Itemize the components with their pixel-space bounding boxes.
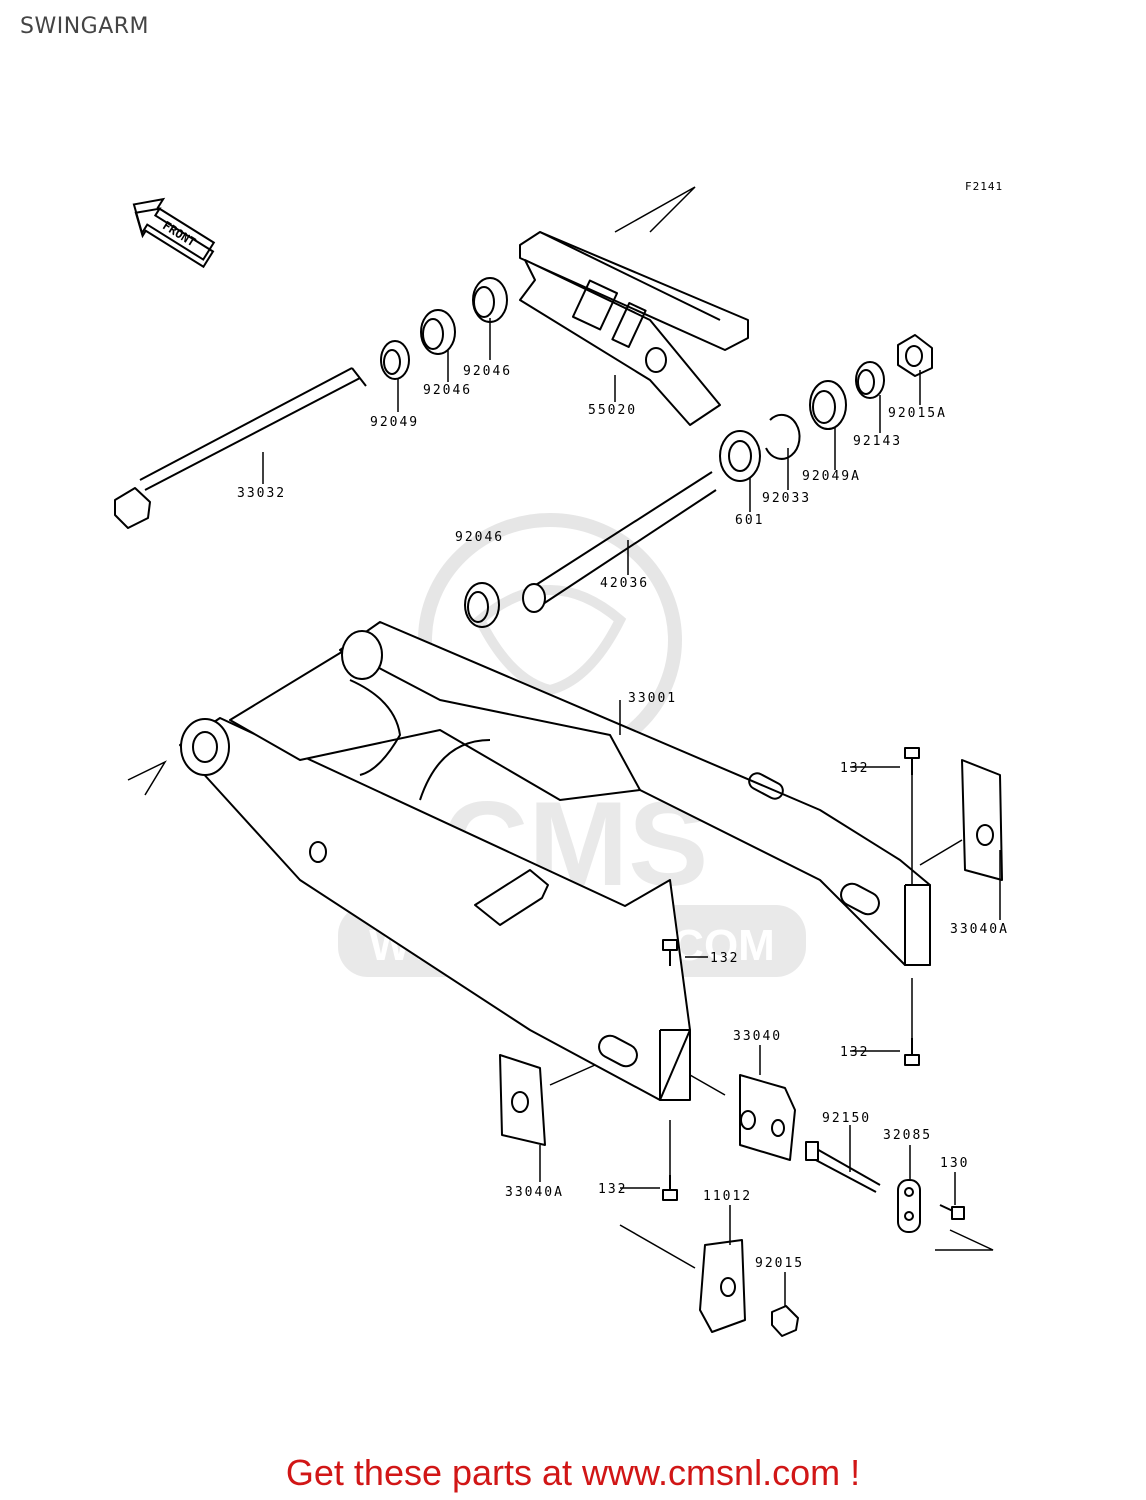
part-label-32085: 32085: [883, 1128, 932, 1143]
part-label-132-a: 132: [840, 761, 869, 776]
swingarm-33001: [179, 621, 931, 1101]
nut-92015: [771, 1305, 799, 1337]
leader-lines: [127, 186, 1001, 1306]
circlip-92033: [765, 413, 801, 460]
part-label-92143: 92143: [853, 434, 902, 449]
part-label-11012: 11012: [703, 1189, 752, 1204]
bolt-132-b: [662, 939, 678, 966]
collar-92143: [855, 361, 885, 399]
cmsnl-link[interactable]: Get these parts at www.cmsnl.com !: [285, 1452, 861, 1493]
chain-adjuster-33040: [739, 1074, 796, 1161]
part-label-92150: 92150: [822, 1111, 871, 1126]
part-label-92015: 92015: [755, 1256, 804, 1271]
part-label-92049A: 92049A: [802, 469, 861, 484]
part-label-42036: 42036: [600, 576, 649, 591]
part-label-132-d: 132: [598, 1182, 627, 1197]
chain-guide-55020: [519, 231, 749, 426]
bolt-132-d: [662, 1175, 678, 1201]
part-label-33040: 33040: [733, 1029, 782, 1044]
page-title: SWINGARM: [20, 14, 150, 39]
bracket-33040A-right: [961, 759, 1003, 881]
slider-11012: [699, 1239, 746, 1333]
ball-bearing-601: [719, 430, 761, 482]
part-label-601: 601: [735, 513, 764, 528]
figure-code: F2141: [965, 180, 1004, 193]
part-label-33032: 33032: [237, 486, 286, 501]
part-label-92046-b: 92046: [463, 364, 512, 379]
bolt-132-c: [904, 1038, 920, 1066]
plate-32085: [897, 1179, 921, 1233]
part-label-132-b: 132: [710, 951, 739, 966]
seal-92049A: [809, 380, 847, 430]
part-label-92046-a: 92046: [423, 383, 472, 398]
nut-92015A: [897, 334, 933, 377]
part-label-92015A: 92015A: [888, 406, 947, 421]
pivot-shaft-33032: [114, 367, 367, 529]
part-label-55020: 55020: [588, 403, 637, 418]
part-label-33001: 33001: [628, 691, 677, 706]
bearing-92046-b: [472, 277, 508, 323]
bolt-132-a: [904, 747, 920, 775]
footer-cta: Get these parts at www.cmsnl.com !: [0, 1452, 1146, 1494]
part-label-92049: 92049: [370, 415, 419, 430]
adjuster-bolt-92150: [805, 1141, 881, 1193]
part-label-132-c: 132: [840, 1045, 869, 1060]
bearing-92046-c: [464, 582, 500, 628]
bracket-33040A-left: [499, 1054, 546, 1146]
bolt-130: [939, 1204, 965, 1220]
part-label-33040A-left: 33040A: [505, 1185, 564, 1200]
part-label-92033: 92033: [762, 491, 811, 506]
part-label-33040A-right: 33040A: [950, 922, 1009, 937]
part-label-130: 130: [940, 1156, 969, 1171]
front-arrow-icon: FRONT: [132, 197, 216, 269]
bearing-92046-a: [420, 309, 456, 355]
seal-92049: [380, 340, 410, 380]
part-label-92046-c: 92046: [455, 530, 504, 545]
